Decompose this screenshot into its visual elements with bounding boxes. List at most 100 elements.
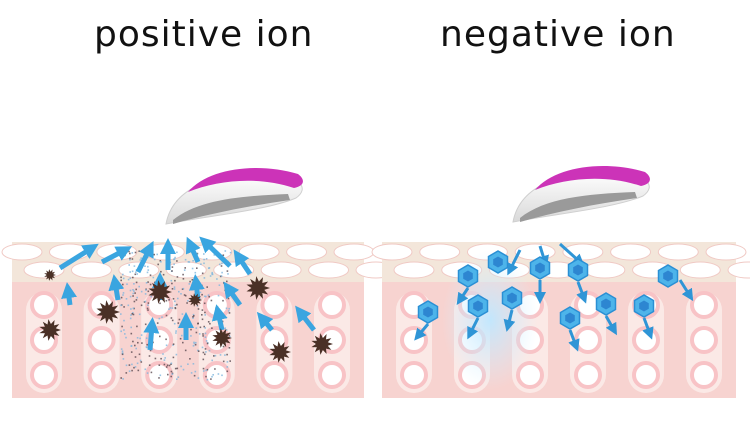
ion-speck: [176, 260, 178, 262]
ion-speck: [130, 314, 132, 316]
ion-speck: [141, 342, 143, 344]
ion-speck: [207, 294, 210, 296]
device-accent-stripe: [535, 166, 650, 190]
ion-speck: [158, 275, 161, 278]
ion-speck: [134, 344, 136, 347]
skin-cell: [400, 361, 428, 389]
device-tip: [173, 194, 290, 224]
arrow-icon: [100, 246, 133, 265]
surface-cell: [727, 261, 750, 279]
ion-speck: [200, 263, 202, 265]
arrow-icon: [467, 317, 480, 340]
ion-speck: [221, 262, 223, 265]
ion-speck: [147, 302, 150, 304]
ion-speck: [227, 297, 230, 300]
ion-speck: [123, 306, 125, 308]
ion-speck: [192, 345, 195, 347]
ion-speck: [218, 284, 221, 286]
ion-speck: [129, 257, 131, 260]
ion-speck: [121, 325, 123, 328]
ion-speck: [147, 265, 149, 268]
ion-speck: [194, 343, 197, 346]
ion-speck: [140, 257, 142, 259]
surface-cell: [371, 243, 413, 261]
ion-speck: [205, 258, 208, 260]
ion-speck: [209, 322, 211, 325]
ion-speck: [205, 340, 208, 342]
surface-cell: [238, 243, 280, 261]
ion-speck: [154, 281, 156, 284]
ion-speck: [125, 298, 128, 300]
ion-core: [601, 298, 611, 310]
ion-speck: [213, 254, 216, 256]
ion-speck: [201, 318, 204, 321]
ion-speck: [134, 356, 137, 358]
ion-speck: [156, 322, 159, 324]
skin-cell: [632, 361, 660, 389]
ion-speck: [147, 327, 150, 329]
skin-cell: [690, 361, 718, 389]
ion-speck: [132, 313, 135, 316]
ion-speck: [171, 373, 174, 375]
ion-speck: [165, 314, 168, 317]
ion-speck: [173, 251, 175, 253]
skin-cell: [87, 361, 116, 389]
dirt-particle-icon: [311, 333, 333, 355]
ion-speck: [229, 251, 232, 254]
ion-speck: [160, 270, 162, 273]
ion-speck: [217, 373, 220, 375]
ion-speck: [207, 321, 210, 323]
arrow-icon: [185, 236, 201, 264]
ion-speck: [226, 270, 229, 272]
ion-speck: [139, 359, 142, 362]
ion-speck: [174, 304, 177, 307]
ion-speck: [179, 337, 182, 340]
ion-speck: [120, 304, 122, 307]
ion-speck: [193, 374, 196, 377]
surface-cell: [23, 261, 65, 279]
ion-speck: [132, 289, 134, 291]
ion-speck: [221, 374, 223, 377]
ion-speck: [160, 357, 162, 360]
ion-speck: [162, 250, 165, 253]
ion-speck: [135, 347, 137, 350]
ion-speck: [150, 371, 153, 374]
ion-speck: [144, 323, 147, 326]
ion-speck: [172, 356, 175, 359]
skin-cell: [260, 361, 289, 389]
ion-speck: [204, 295, 206, 298]
ion-speck: [158, 317, 161, 320]
ion-speck: [122, 292, 125, 294]
ion-speck: [204, 311, 206, 314]
ion-core: [463, 270, 473, 282]
ion-speck: [201, 314, 203, 316]
ion-speck: [178, 290, 180, 293]
ion-speck: [164, 357, 166, 359]
ion-speck: [132, 276, 134, 279]
surface-cell: [286, 243, 328, 261]
ion-speck: [209, 275, 212, 277]
ion-speck: [144, 368, 147, 371]
arrow-icon: [576, 281, 588, 304]
ion-speck: [129, 277, 132, 279]
ion-speck: [172, 298, 175, 300]
arrow-icon: [223, 281, 243, 307]
ion-speck: [202, 351, 205, 354]
ion-speck: [154, 330, 156, 332]
ion-speck: [188, 283, 191, 285]
ion-core: [473, 300, 483, 312]
arrow-icon: [642, 317, 654, 340]
ion-speck: [225, 292, 227, 294]
ion-speck: [146, 343, 148, 346]
ion-speck: [204, 327, 206, 329]
ion-speck: [202, 367, 205, 370]
ion-speck: [124, 254, 126, 257]
ion-speck: [190, 372, 193, 374]
ion-speck: [132, 295, 134, 297]
ion-speck: [130, 326, 132, 329]
ion-speck: [138, 353, 141, 356]
ion-speck: [197, 377, 200, 379]
ion-speck: [229, 335, 231, 338]
ion-speck: [134, 292, 136, 294]
negative-ion-title: negative ion: [440, 14, 676, 55]
